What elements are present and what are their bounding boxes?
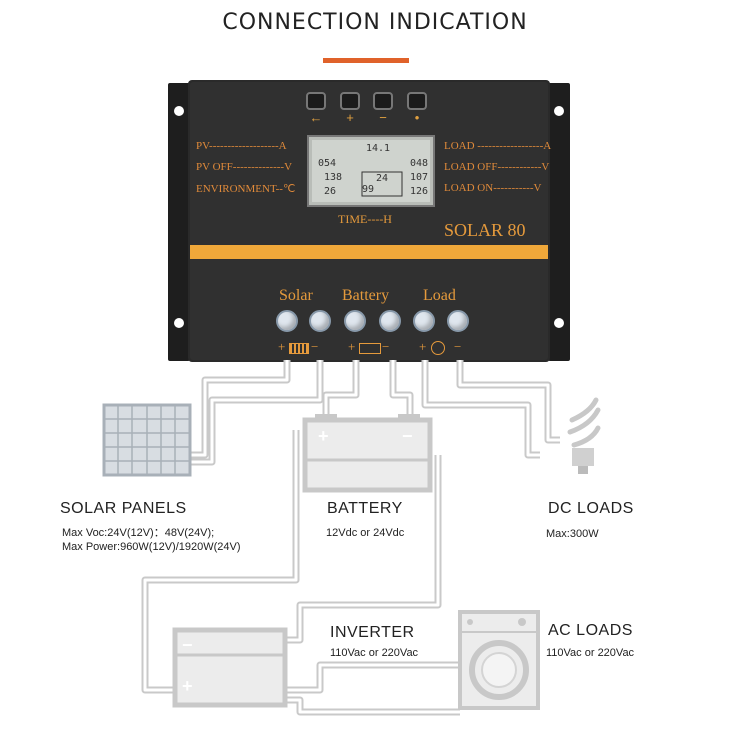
inverter-voltage: 110Vac or 220Vac — [330, 647, 419, 659]
plus-icon: + — [346, 110, 354, 125]
time-label: TIME----H — [338, 212, 392, 226]
terminal-label-load: Load — [423, 287, 456, 304]
lcd-left-1: 054 — [318, 158, 337, 169]
lcd-left-2: 138 — [324, 172, 343, 183]
ac-loads-title: AC LOADS — [548, 622, 633, 639]
polarity-load-minus: − — [454, 339, 462, 354]
polarity-solar-plus: + — [278, 339, 286, 354]
dc-loads-title: DC LOADS — [548, 500, 634, 517]
terminal-battery-minus[interactable] — [379, 310, 401, 332]
title-underline — [323, 58, 409, 63]
button-set[interactable] — [407, 92, 427, 110]
polarity-battery-plus: + — [348, 339, 356, 354]
solar-panels-title: SOLAR PANELS — [60, 500, 187, 517]
ac-loads-voltage: 110Vac or 220Vac — [546, 647, 635, 659]
washing-machine-icon — [458, 610, 540, 710]
bulb-icon — [567, 397, 601, 474]
lcd-mid-2: 99 — [362, 184, 375, 195]
back-arrow-icon: ← — [309, 110, 323, 125]
battery-title: BATTERY — [327, 500, 403, 517]
solar-panel-small-icon — [289, 343, 309, 354]
terminal-label-solar: Solar — [279, 287, 313, 304]
inverter-plus-sign: + — [182, 676, 193, 696]
battery-icon — [302, 414, 433, 493]
inverter-minus-sign: − — [182, 635, 193, 655]
solar-panel-icon — [102, 403, 192, 477]
drop-icon: • — [414, 110, 420, 125]
bulb-small-icon — [431, 341, 445, 355]
lcd-top: 14.1 — [366, 143, 391, 154]
label-load: LOAD ------------------A — [444, 140, 552, 152]
terminal-load-plus[interactable] — [413, 310, 435, 332]
terminal-battery-plus[interactable] — [344, 310, 366, 332]
solar-panels-voc: Max Voc:24V(12V)：48V(24V); — [62, 527, 215, 539]
minus-icon: − — [379, 110, 387, 125]
lcd-right-2: 107 — [410, 172, 429, 183]
lcd-mid-1: 24 — [376, 173, 389, 184]
polarity-solar-minus: − — [311, 339, 319, 354]
terminal-load-minus[interactable] — [447, 310, 469, 332]
terminal-solar-plus[interactable] — [276, 310, 298, 332]
model-name: SOLAR 80 — [444, 220, 526, 240]
terminal-solar-minus[interactable] — [309, 310, 331, 332]
button-minus[interactable] — [373, 92, 393, 110]
button-back[interactable] — [306, 92, 326, 110]
controller-mount-right — [548, 83, 570, 361]
battery-small-icon — [359, 343, 381, 354]
lcd-left-3: 26 — [324, 186, 337, 197]
lcd-right-3: 126 — [410, 186, 429, 197]
battery-voltage: 12Vdc or 24Vdc — [326, 527, 405, 539]
polarity-load-plus: + — [419, 339, 427, 354]
terminal-label-battery: Battery — [342, 287, 390, 304]
label-pv-off: PV OFF--------------V — [196, 161, 293, 173]
battery-plus-sign: + — [318, 426, 329, 446]
solar-panels-power: Max Power:960W(12V)/1920W(24V) — [62, 541, 241, 553]
dc-loads-max: Max:300W — [546, 528, 599, 540]
polarity-battery-minus: − — [382, 339, 390, 354]
inverter-title: INVERTER — [330, 624, 415, 641]
battery-minus-sign: − — [402, 426, 413, 446]
orange-stripe — [190, 245, 548, 259]
label-load-on: LOAD ON-----------V — [444, 182, 542, 194]
label-load-off: LOAD OFF------------V — [444, 161, 550, 173]
label-pv: PV-------------------A — [196, 140, 287, 152]
inverter-icon — [172, 627, 288, 708]
label-environment: ENVIRONMENT--℃ — [196, 183, 296, 195]
button-plus[interactable] — [340, 92, 360, 110]
page-title: CONNECTION INDICATION — [222, 10, 528, 35]
lcd-right-1: 048 — [410, 158, 429, 169]
controller-mount-left — [168, 83, 190, 361]
